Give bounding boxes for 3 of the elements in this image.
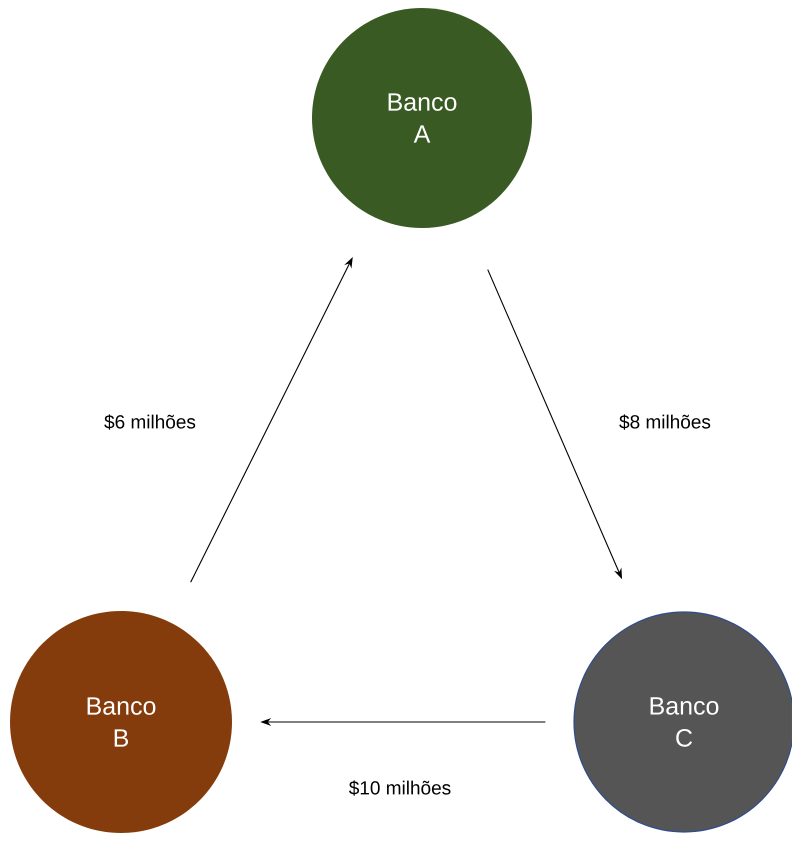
edge-label: $6 milhões [102, 412, 198, 432]
edge-label: $10 milhões [346, 778, 454, 798]
edge-label: $8 milhões [617, 412, 713, 432]
